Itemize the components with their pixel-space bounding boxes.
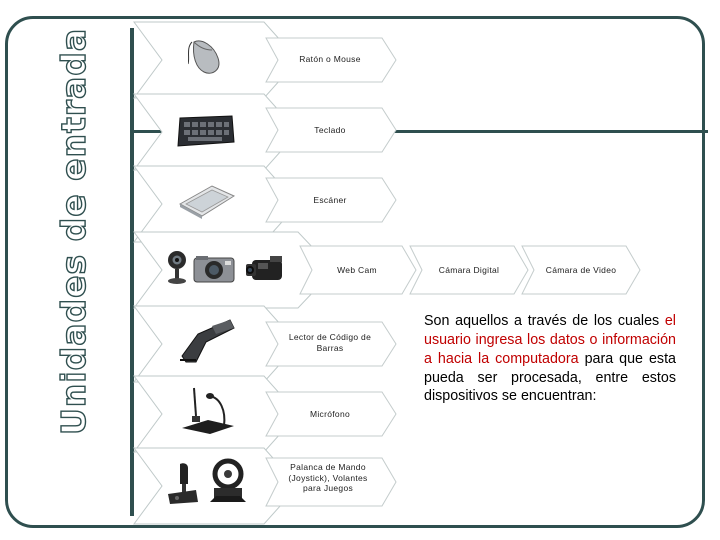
steering-wheel-icon [206,458,250,506]
description-part-1: Son aquellos a través de los cuales [424,313,665,329]
description-text: Son aquellos a través de los cuales el u… [424,312,676,406]
webcam-icon [164,248,190,288]
joystick-icon [166,460,200,506]
label-keyboard: Teclado [278,125,382,136]
camera-icon [192,254,236,284]
keyboard-icon [176,114,236,148]
label-mouse: Ratón o Mouse [278,54,382,65]
label-joystick: Palanca de Mando (Joystick), Volantes pa… [284,462,372,494]
label-webcam: Web Cam [312,265,402,276]
barcode-scanner-icon [172,316,236,364]
label-barcode: Lector de Código de Barras [288,332,372,353]
label-scanner: Escáner [278,195,382,206]
label-microphone: Micrófono [278,409,382,420]
camcorder-icon [244,252,288,286]
mouse-icon [188,38,234,78]
label-video-camera: Cámara de Video [536,265,626,276]
scanner-icon [176,182,236,220]
label-digital-camera: Cámara Digital [424,265,514,276]
microphone-icon [174,386,238,438]
